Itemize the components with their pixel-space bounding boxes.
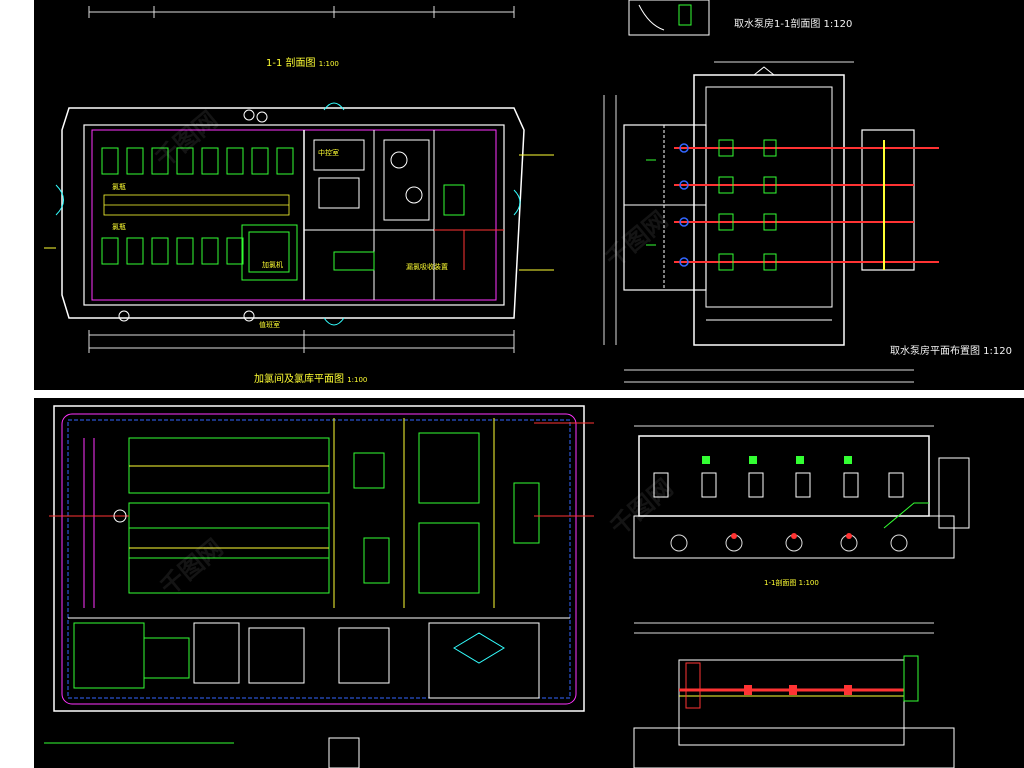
pump-room-panel: 取水泵房1-1剖面图 1:120 取水泵房平面布置图 1:120 千图网	[594, 0, 1024, 390]
annotation-label: 加氯机	[262, 261, 283, 269]
annotation-label: 值班室	[259, 321, 280, 329]
chlorination-plan-title: 加氯间及氯库平面图 1:100	[254, 374, 368, 385]
site-plan-panel: 千图网	[34, 398, 594, 768]
pump-section-panel: 1-1剖面图 1:100 千图网	[594, 398, 1024, 768]
chlorination-plan-drawing	[44, 6, 554, 353]
annotation-label: 氯瓶	[112, 223, 126, 231]
pump-section-title: 取水泵房1-1剖面图 1:120	[734, 19, 853, 30]
chlorination-plan-panel: 1-1 剖面图 1:100 加氯间及氯库平面图 1:100 中控室 加氯机 氯瓶…	[34, 0, 594, 390]
pump-section-drawing	[633, 425, 970, 768]
pump-room-drawing	[603, 0, 939, 383]
section-1-1-title: 1-1 剖面图 1:100	[266, 58, 339, 69]
annotation-label: 漏氯吸收装置	[406, 263, 448, 271]
annotation-label: 氯瓶	[112, 183, 126, 191]
pump-plan-title: 取水泵房平面布置图 1:120	[890, 346, 1012, 357]
pump-section-small-title: 1-1剖面图 1:100	[764, 579, 819, 587]
site-plan-drawing	[44, 405, 594, 768]
control-room-label: 中控室	[318, 149, 339, 157]
